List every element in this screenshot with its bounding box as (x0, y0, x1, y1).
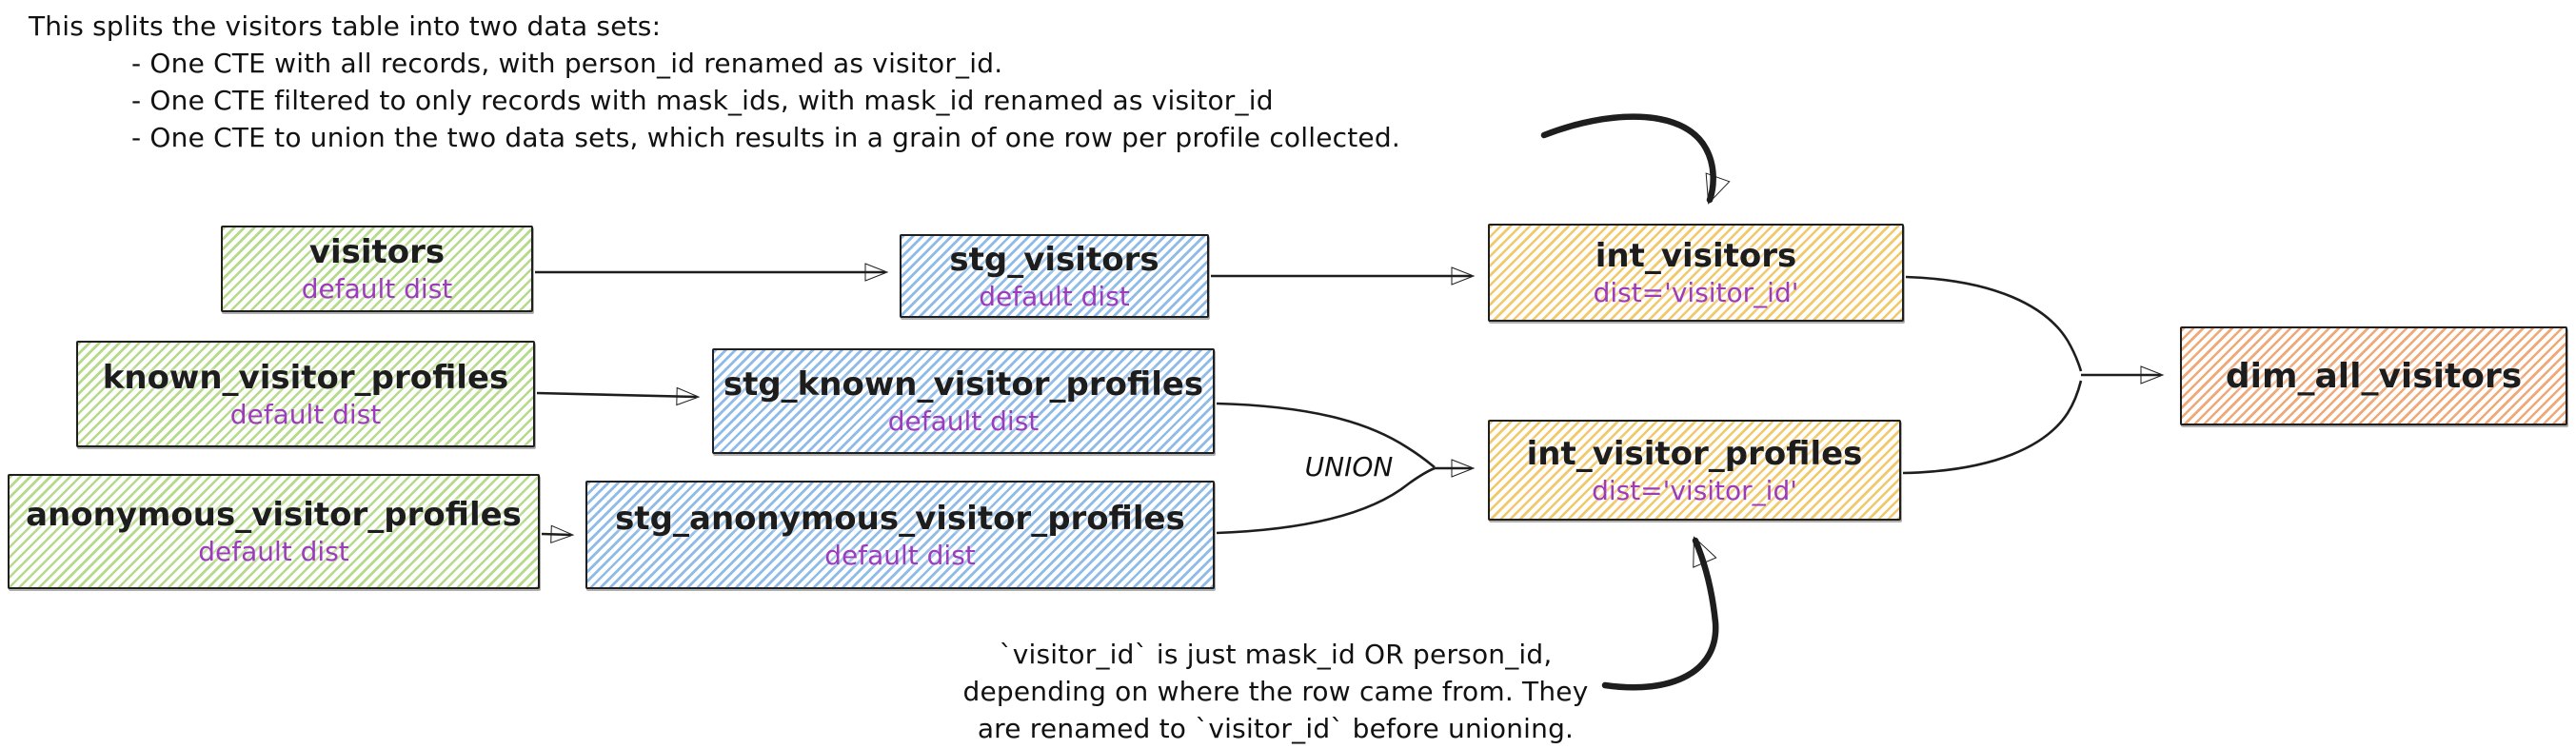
node-title: anonymous_visitor_profiles (26, 496, 522, 534)
annotation-top: This splits the visitors table into two … (29, 8, 1400, 156)
arrow-bottom-note-to-int-visitor-profiles (1601, 536, 1719, 691)
node-title: visitors (308, 233, 446, 271)
annotation-line: - One CTE to union the two data sets, wh… (131, 122, 1400, 153)
annotation-line: - One CTE filtered to only records with … (131, 85, 1274, 116)
node-subtitle: default dist (979, 280, 1130, 312)
curve-stg-known-to-union (1216, 402, 1436, 469)
node-stg-anonymous-visitor-profiles: stg_anonymous_visitor_profiles default d… (585, 481, 1215, 589)
curve-int-visitors-to-merge (1905, 275, 2083, 372)
node-subtitle: default dist (229, 398, 382, 430)
node-title: int_visitor_profiles (1526, 434, 1863, 473)
node-title: stg_visitors (949, 240, 1159, 279)
arrow-known-to-stg-known (536, 386, 701, 406)
node-known-visitor-profiles: known_visitor_profiles default dist (76, 341, 535, 447)
node-title: known_visitor_profiles (102, 358, 509, 397)
node-visitors: visitors default dist (221, 226, 533, 312)
node-title: stg_known_visitor_profiles (723, 365, 1204, 404)
arrow-anonymous-to-stg-anonymous (541, 524, 575, 544)
node-subtitle: dist='visitor_id' (1592, 474, 1797, 506)
node-title: stg_anonymous_visitor_profiles (615, 499, 1185, 538)
node-int-visitor-profiles: int_visitor_profiles dist='visitor_id' (1488, 420, 1901, 521)
node-subtitle: default dist (301, 273, 453, 305)
node-subtitle: default dist (824, 539, 976, 571)
node-stg-visitors: stg_visitors default dist (900, 234, 1209, 318)
annotation-line: are renamed to `visitor_id` before union… (977, 713, 1575, 744)
node-title: int_visitors (1595, 237, 1797, 275)
node-int-visitors: int_visitors dist='visitor_id' (1488, 224, 1904, 322)
arrow-top-note-to-int-visitors (1540, 113, 1731, 205)
annotation-line: `visitor_id` is just mask_id OR person_i… (999, 639, 1553, 670)
node-title: dim_all_visitors (2225, 356, 2523, 396)
node-anonymous-visitor-profiles: anonymous_visitor_profiles default dist (8, 474, 540, 589)
annotation-line: This splits the visitors table into two … (29, 10, 662, 42)
node-subtitle: dist='visitor_id' (1593, 277, 1799, 308)
annotation-line: depending on where the row came from. Th… (962, 676, 1589, 707)
annotation-line: - One CTE with all records, with person_… (131, 48, 1003, 79)
curve-stg-anonymous-to-union (1216, 466, 1436, 535)
annotation-bottom: `visitor_id` is just mask_id OR person_i… (938, 636, 1614, 747)
node-dim-all-visitors: dim_all_visitors (2180, 326, 2567, 425)
union-label: UNION (1304, 451, 1394, 483)
node-subtitle: default dist (887, 405, 1040, 437)
node-stg-known-visitor-profiles: stg_known_visitor_profiles default dist (712, 348, 1215, 454)
node-subtitle: default dist (198, 536, 349, 567)
curve-int-visitor-profiles-to-merge (1902, 380, 2083, 475)
